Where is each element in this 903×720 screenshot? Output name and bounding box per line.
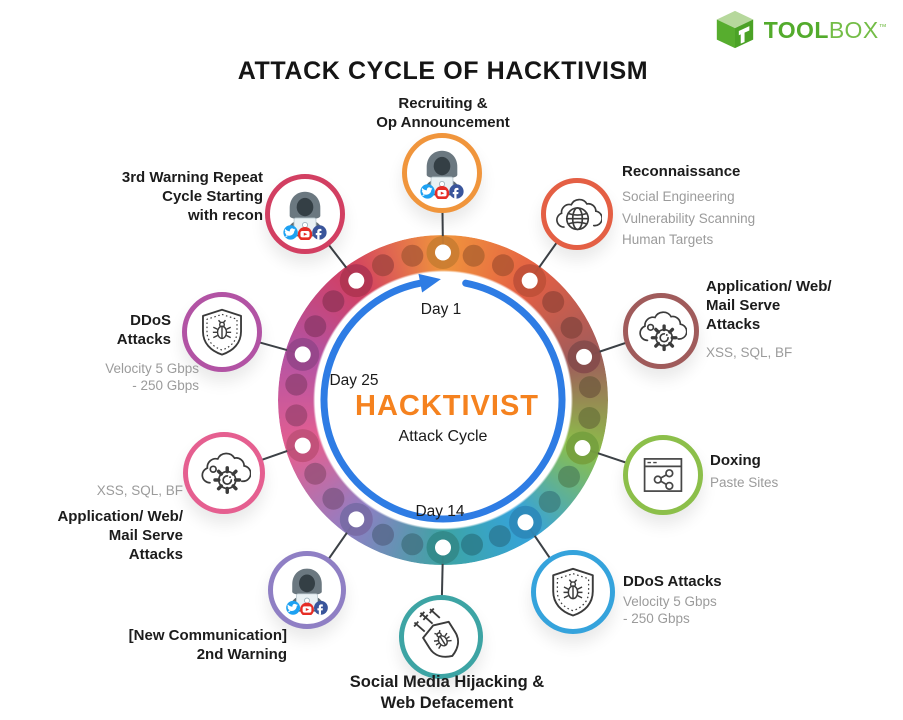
ring-dot: [304, 315, 327, 338]
ring-dot: [578, 376, 601, 399]
page-title: ATTACK CYCLE OF HACKTIVISM: [237, 57, 649, 85]
ring-dot: [491, 254, 514, 277]
anchor-dot-inner: [435, 244, 451, 261]
day-1-label: Day 1: [420, 301, 462, 318]
cycle-arrow-head: [418, 273, 441, 293]
node-title: Application/ Web/ Mail Serve Attacks: [57, 508, 183, 563]
node-details: XSS, SQL, BF: [706, 345, 793, 360]
anchor-dot-inner: [517, 514, 534, 531]
label-ddos-right: DDoS Attacks Velocity 5 Gbps - 250 Gbps: [623, 572, 722, 627]
shield-bug-icon: [202, 308, 242, 356]
ring-dot: [560, 316, 583, 339]
node-details: Velocity 5 Gbps - 250 Gbps: [105, 361, 199, 393]
node-recruiting: [402, 133, 482, 213]
anchor-dot-inner: [294, 346, 311, 363]
label-doxing: Doxing Paste Sites: [710, 451, 778, 493]
day-14-label: Day 14: [415, 503, 465, 520]
hacker-laptop-social-icon: [419, 149, 465, 199]
node-second-warning: [268, 551, 346, 629]
toolbox-wordmark: TOOLBOX™: [764, 17, 887, 44]
label-application-right: Application/ Web/ Mail Serve Attacks XSS…: [706, 277, 832, 363]
label-ddos-left-title: DDoS Attacks: [117, 311, 171, 349]
browser-share-icon: [643, 458, 683, 492]
ring-dot: [372, 254, 395, 277]
node-title: DDoS Attacks: [623, 573, 722, 590]
node-label: 3rd Warning Repeat Cycle Starting with r…: [121, 169, 263, 224]
node-label: Social Media Hijacking & Web Defacement: [349, 673, 545, 712]
day-25-label: Day 25: [329, 372, 379, 389]
ring-dot: [285, 373, 308, 396]
hacker-laptop-social-icon: [282, 190, 328, 240]
node-ddos-left: [182, 292, 262, 372]
center-heading: HACKTIVIST: [355, 390, 539, 422]
anchor-dot-inner: [348, 511, 365, 528]
label-ddos-left-details: Velocity 5 Gbps - 250 Gbps: [105, 360, 199, 394]
anchor-dot-inner: [574, 440, 591, 457]
logo-text-bold: TOOL: [763, 16, 829, 43]
node-details: Velocity 5 Gbps - 250 Gbps: [623, 594, 717, 626]
globe-cloud-icon: [556, 198, 602, 231]
node-ddos-right: [531, 550, 615, 634]
cloud-gear-icon: [638, 310, 687, 353]
ring-dot: [460, 533, 483, 556]
node-title: Application/ Web/ Mail Serve Attacks: [706, 278, 832, 333]
node-details: Paste Sites: [710, 475, 779, 490]
node-application-attacks-left: [183, 432, 265, 514]
logo-text-light: BOX: [828, 16, 879, 43]
label-reconnaissance: Reconnaissance Social Engineering Vulner…: [622, 162, 755, 251]
node-details: XSS, SQL, BF: [96, 483, 183, 498]
anchor-dot-inner: [576, 348, 593, 365]
logo-trademark: ™: [878, 21, 887, 31]
node-reconnaissance: [541, 178, 613, 250]
shield-bug-icon: [552, 567, 594, 617]
ring-dot: [285, 404, 308, 427]
ring-dot: [372, 523, 395, 546]
toolbox-cube-icon: [716, 10, 753, 49]
label-recruiting: Recruiting & Op Announcement: [376, 94, 510, 132]
node-title: Doxing: [710, 452, 761, 469]
node-doxing: [623, 435, 703, 515]
ring-dot: [488, 525, 511, 548]
label-third-warning: 3rd Warning Repeat Cycle Starting with r…: [122, 168, 263, 225]
anchor-dot-inner: [294, 437, 311, 454]
hacker-laptop-social-icon: [285, 567, 329, 615]
label-second-warning: [New Communication] 2nd Warning: [129, 626, 287, 664]
cloud-gear-icon: [200, 451, 251, 496]
center-subheading: Attack Cycle: [398, 428, 488, 445]
shield-attacked-icon: [413, 608, 467, 665]
label-social-hijacking: Social Media Hijacking & Web Defacement: [350, 672, 544, 714]
anchor-dot-inner: [521, 272, 538, 289]
ring-dot: [578, 406, 601, 429]
node-title: DDoS Attacks: [116, 312, 171, 348]
anchor-dot-inner: [435, 539, 451, 556]
ring-dot: [401, 244, 424, 267]
node-label: [New Communication] 2nd Warning: [128, 627, 287, 663]
anchor-dot-inner: [348, 272, 365, 289]
ring-dot: [322, 487, 345, 510]
label-application-left: XSS, SQL, BF Application/ Web/ Mail Serv…: [57, 481, 183, 564]
node-title: Reconnaissance: [622, 163, 741, 180]
node-details: Social Engineering Vulnerability Scannin…: [622, 189, 756, 247]
ring-dot: [322, 290, 345, 313]
cycle-arrow-arc: [320, 279, 566, 523]
toolbox-logo: TOOLBOX™: [713, 8, 887, 52]
node-third-warning: [265, 174, 345, 254]
node-label: Recruiting & Op Announcement: [376, 95, 510, 131]
node-application-attacks-right: [623, 293, 699, 369]
ring-dot: [304, 462, 327, 485]
ring-dot: [542, 290, 565, 313]
ring-dot: [538, 490, 561, 513]
node-social-hijacking: [399, 595, 483, 679]
ring-dot: [401, 533, 424, 556]
ring-dot: [462, 244, 485, 267]
ring-dot: [557, 465, 580, 488]
